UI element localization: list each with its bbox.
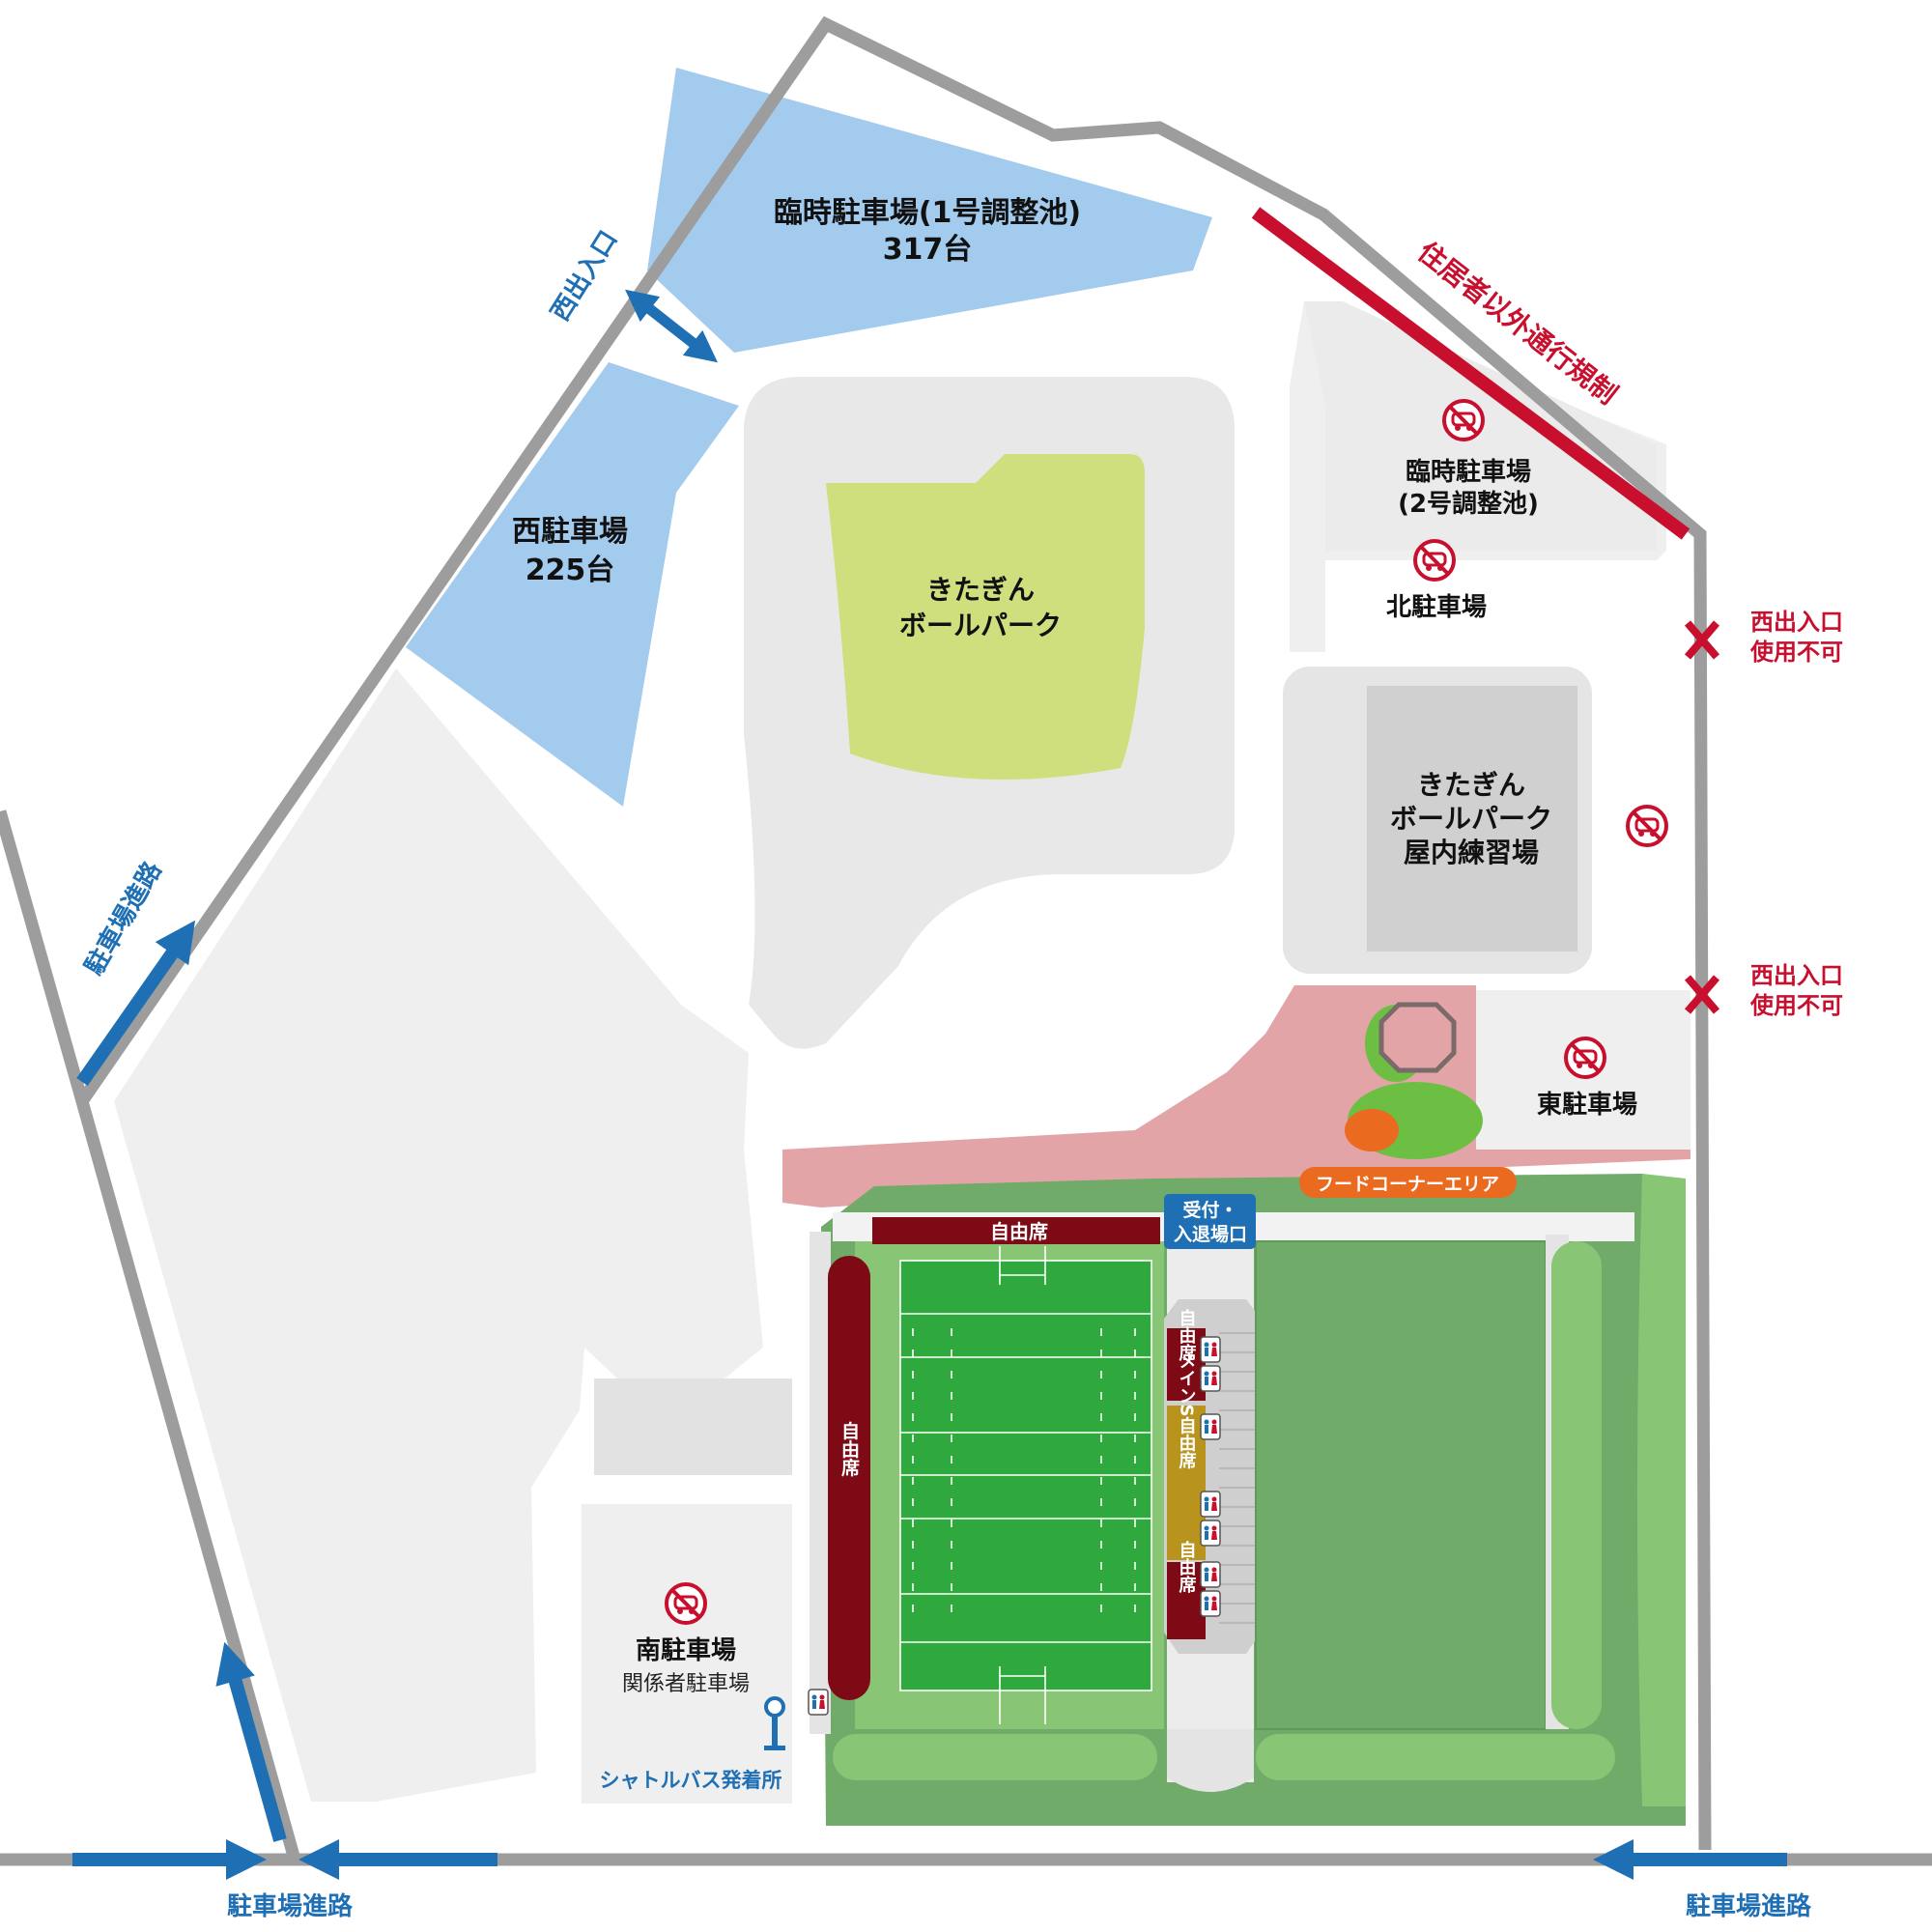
restroom-icon xyxy=(1200,1336,1221,1363)
food-corner-area xyxy=(782,985,1690,1208)
left-ground-area xyxy=(114,668,763,1802)
west-entrance-arrow xyxy=(625,289,718,363)
indoor-label-3: 屋内練習場 xyxy=(1404,837,1539,868)
reception-label-2: 入退場口 xyxy=(1174,1224,1247,1245)
west-lot-name: 西駐車場 xyxy=(512,515,628,549)
main-stand-steps xyxy=(1219,1332,1256,1624)
south-walkway-right xyxy=(1256,1734,1615,1780)
main-s-free-seat-block xyxy=(1167,1406,1206,1560)
entrance-plaza xyxy=(1167,1729,1254,1792)
temp-lot-1-count: 317台 xyxy=(883,233,973,267)
restroom-icon xyxy=(1200,1520,1221,1547)
closed-x-icon xyxy=(1684,620,1720,660)
closed-entrance-2-line1: 西出入口 xyxy=(1750,962,1843,989)
shuttle-bus-label: シャトルバス発着所 xyxy=(600,1769,782,1792)
indoor-label-2: ボールパーク xyxy=(1390,803,1552,835)
practice-field xyxy=(1256,1241,1546,1729)
stadium-label-1: きたぎん xyxy=(926,574,1035,606)
east-strip xyxy=(1551,1241,1602,1729)
closed-entrance-2-line2: 使用不可 xyxy=(1749,992,1843,1019)
temp-lot-2-line1: 臨時駐車場 xyxy=(1406,458,1531,487)
closed-entrance-1-line2: 使用不可 xyxy=(1749,639,1843,666)
indoor-label-1: きたぎん xyxy=(1417,769,1525,801)
closed-entrance-1-line1: 西出入口 xyxy=(1750,609,1843,636)
restroom-icon xyxy=(1200,1413,1221,1440)
left-route-arrow xyxy=(76,920,196,1087)
rugby-pitch-lines xyxy=(899,1246,1152,1724)
free-seat-main-top-label: 自由席 xyxy=(1177,1308,1197,1362)
restroom-icon xyxy=(1200,1561,1221,1588)
temp-lot-2-line2: (2号調整池) xyxy=(1398,489,1539,519)
free-seat-left-block xyxy=(828,1256,870,1700)
east-lot-label: 東駐車場 xyxy=(1537,1091,1637,1120)
octagon-pavilion xyxy=(1378,1002,1457,1073)
no-parking-icon xyxy=(1564,1037,1606,1079)
no-parking-icon xyxy=(1626,805,1668,847)
restroom-icon xyxy=(1200,1491,1221,1518)
staff-lot-label: 関係者駐車場 xyxy=(622,1672,750,1696)
free-seat-top-block xyxy=(872,1217,1160,1244)
food-corner-badge xyxy=(1299,1167,1517,1198)
west-parking-lot xyxy=(406,362,739,807)
south-lot-label: 南駐車場 xyxy=(636,1636,736,1665)
main-s-free-seat-label: メインS自由席 xyxy=(1177,1352,1197,1470)
parking-route-bottom-label: 駐車場進路 xyxy=(227,1891,354,1921)
free-seat-main-bottom-block xyxy=(1167,1562,1206,1639)
parking-route-bottom-right-label: 駐車場進路 xyxy=(1686,1891,1812,1921)
food-corner-label: フードコーナーエリア xyxy=(1316,1174,1499,1195)
closed-x-icon xyxy=(1684,975,1720,1014)
free-seat-left-label: 自由席 xyxy=(838,1420,860,1477)
restroom-icon xyxy=(808,1689,829,1716)
reception-box xyxy=(1164,1194,1256,1249)
free-seat-main-bottom-label: 自由席 xyxy=(1177,1540,1197,1594)
no-parking-icon xyxy=(1442,399,1485,441)
free-seat-top-label: 自由席 xyxy=(990,1220,1048,1243)
restroom-icon xyxy=(1200,1590,1221,1617)
restriction-bar xyxy=(1251,207,1690,540)
temp-parking-lot-1 xyxy=(647,68,1212,353)
west-lot-count: 225台 xyxy=(526,554,615,587)
stadium-label-2: ボールパーク xyxy=(899,610,1062,641)
indoor-practice-building xyxy=(1367,686,1577,952)
bottom-left-up-arrow xyxy=(215,1641,287,1842)
south-walkway-left xyxy=(833,1734,1157,1780)
no-parking-icon xyxy=(665,1582,707,1625)
bus-stop-icon xyxy=(764,1696,785,1750)
reception-label-1: 受付・ xyxy=(1182,1199,1237,1221)
restroom-icon xyxy=(1200,1365,1221,1392)
south-building xyxy=(594,1378,792,1475)
temp-lot-1-name: 臨時駐車場(1号調整池) xyxy=(774,196,1081,230)
road-border-north xyxy=(76,15,1712,1851)
stadium-field xyxy=(826,454,1145,780)
south-parking-area xyxy=(582,1504,792,1804)
east-path xyxy=(1637,1174,1686,1806)
no-parking-icon xyxy=(1413,539,1456,582)
north-lot-label: 北駐車場 xyxy=(1386,593,1487,622)
free-seat-main-top-block xyxy=(1167,1328,1206,1401)
